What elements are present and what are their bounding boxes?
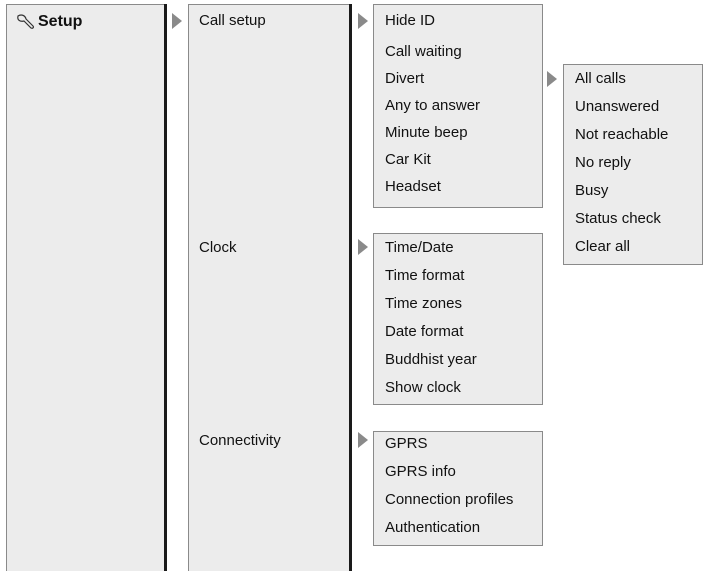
list-item-call-waiting[interactable]: Call waiting (385, 43, 462, 60)
list-item-headset[interactable]: Headset (385, 178, 441, 195)
list-item-authentication[interactable]: Authentication (385, 519, 481, 536)
list-item-not-reachable[interactable]: Not reachable (575, 126, 669, 143)
list-item-gprs[interactable]: GPRS (385, 435, 428, 452)
list-item-busy[interactable]: Busy (575, 182, 609, 199)
list-item-all-calls[interactable]: All calls (575, 70, 626, 87)
divert-arrow-icon (547, 71, 557, 87)
list-item-car-kit[interactable]: Car Kit (385, 151, 431, 168)
submenu-item-connectivity[interactable]: Connectivity (199, 432, 281, 449)
setup-menu-panel (6, 4, 166, 571)
clock-arrow-icon (358, 239, 368, 255)
connectivity-arrow-icon (358, 432, 368, 448)
list-item-no-reply[interactable]: No reply (575, 154, 631, 171)
call-setup-arrow-icon (358, 13, 368, 29)
list-item-show-clock[interactable]: Show clock (385, 379, 461, 396)
list-item-minute-beep[interactable]: Minute beep (385, 124, 468, 141)
divert-list: All calls Unanswered Not reachable No re… (563, 64, 703, 265)
list-item-status-check[interactable]: Status check (575, 210, 661, 227)
list-item-buddhist-year[interactable]: Buddhist year (385, 351, 477, 368)
call-setup-list: Hide ID Call waiting Divert Any to answe… (373, 4, 543, 208)
connectivity-list: GPRS GPRS info Connection profiles Authe… (373, 431, 543, 546)
list-item-gprs-info[interactable]: GPRS info (385, 463, 456, 480)
list-item-clear-all[interactable]: Clear all (575, 238, 631, 255)
setup-menu-title[interactable]: Setup (38, 13, 83, 30)
setup-wrench-icon (15, 13, 35, 31)
submenu-item-clock[interactable]: Clock (199, 239, 237, 256)
submenu-item-call-setup[interactable]: Call setup (199, 12, 266, 29)
submenu-arrow-icon (172, 13, 182, 29)
list-item-time-date[interactable]: Time/Date (385, 239, 454, 256)
list-item-date-format[interactable]: Date format (385, 323, 464, 340)
setup-column-divider (164, 4, 167, 571)
list-item-connection-profiles[interactable]: Connection profiles (385, 491, 514, 508)
submenu-column-divider (349, 4, 352, 571)
list-item-time-zones[interactable]: Time zones (385, 295, 462, 312)
list-item-unanswered[interactable]: Unanswered (575, 98, 660, 115)
clock-list: Time/Date Time format Time zones Date fo… (373, 233, 543, 405)
list-item-hide-id[interactable]: Hide ID (385, 12, 436, 29)
list-item-divert[interactable]: Divert (385, 70, 425, 87)
list-item-time-format[interactable]: Time format (385, 267, 465, 284)
list-item-any-to-answer[interactable]: Any to answer (385, 97, 481, 114)
submenu-panel (188, 4, 351, 571)
